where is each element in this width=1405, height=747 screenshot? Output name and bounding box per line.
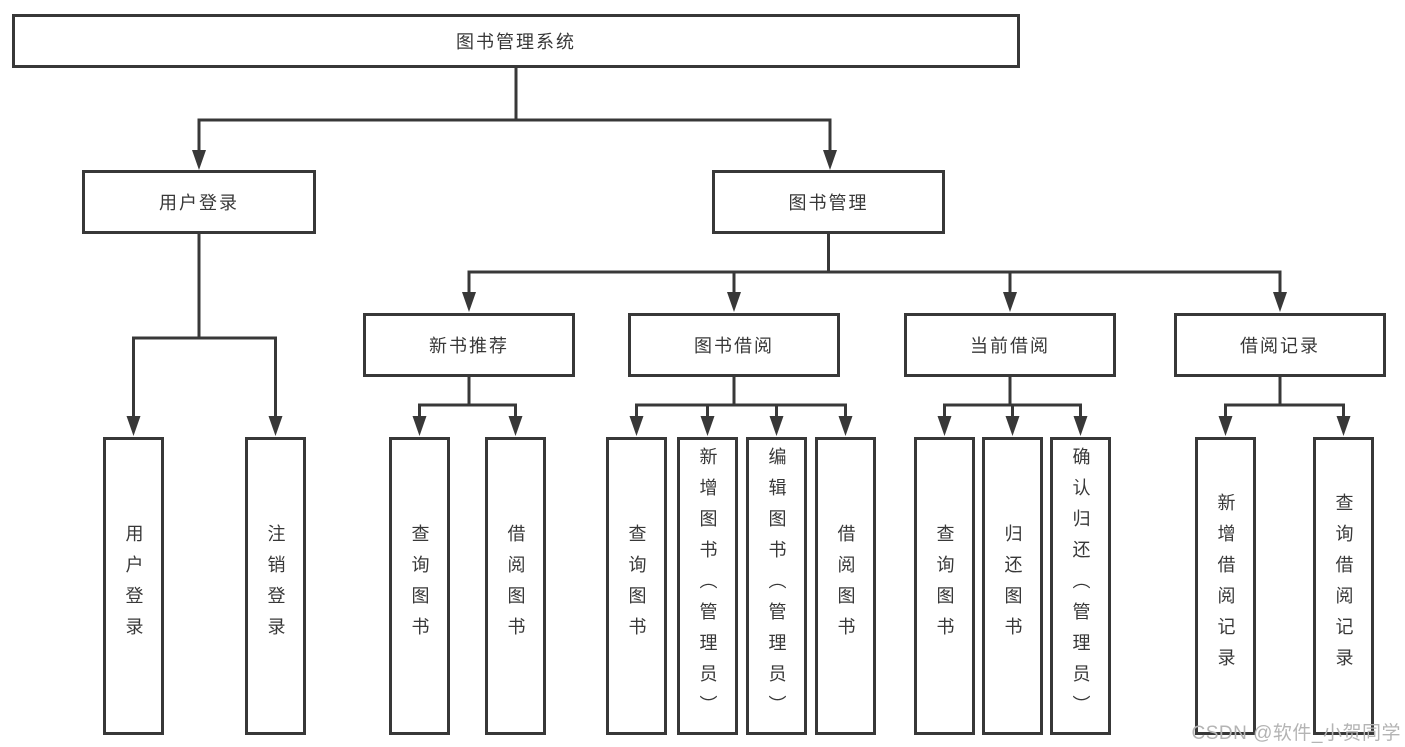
node-label: 查询图书 bbox=[934, 524, 955, 648]
node-return-books-leaf: 归还图书 bbox=[982, 437, 1043, 735]
node-new-book-recommendation: 新书推荐 bbox=[363, 313, 575, 377]
node-label: 借阅图书 bbox=[505, 524, 526, 648]
node-query-books-leaf-recommend: 查询图书 bbox=[389, 437, 450, 735]
node-query-books-leaf-borrowing: 查询图书 bbox=[606, 437, 667, 735]
node-book-management: 图书管理 bbox=[712, 170, 945, 234]
connector-root-to-level1 bbox=[192, 68, 837, 170]
node-query-books-leaf-current: 查询图书 bbox=[914, 437, 975, 735]
node-current-borrowing: 当前借阅 bbox=[904, 313, 1116, 377]
node-label: 查询图书 bbox=[409, 524, 430, 648]
connector-new-book-recommendation-children bbox=[412, 377, 523, 436]
node-borrow-books-leaf-recommend: 借阅图书 bbox=[485, 437, 546, 735]
node-add-books-admin-leaf: 新增图书（管理员） bbox=[677, 437, 738, 735]
node-user-login-leaf: 用户登录 bbox=[103, 437, 164, 735]
node-label: 查询图书 bbox=[626, 524, 647, 648]
watermark: CSDN @软件_小贺同学 bbox=[1191, 723, 1401, 744]
connector-book-management-children bbox=[462, 234, 1287, 312]
node-logout-leaf: 注销登录 bbox=[245, 437, 306, 735]
node-label: 新增图书（管理员） bbox=[697, 446, 718, 726]
node-label: 查询借阅记录 bbox=[1333, 493, 1354, 679]
connector-current-borrowing-children bbox=[937, 377, 1088, 436]
node-borrow-books-leaf-borrowing: 借阅图书 bbox=[815, 437, 876, 735]
node-confirm-return-admin-leaf: 确认归还（管理员） bbox=[1050, 437, 1111, 735]
node-label: 用户登录 bbox=[123, 524, 144, 648]
node-book-borrowing: 图书借阅 bbox=[628, 313, 840, 377]
node-label: 借阅图书 bbox=[835, 524, 856, 648]
node-label: 注销登录 bbox=[265, 524, 286, 648]
connector-user-login-children bbox=[126, 234, 283, 436]
node-add-borrow-record-leaf: 新增借阅记录 bbox=[1195, 437, 1256, 735]
node-label: 新增借阅记录 bbox=[1215, 493, 1236, 679]
node-library-management-system: 图书管理系统 bbox=[12, 14, 1020, 68]
node-user-login: 用户登录 bbox=[82, 170, 316, 234]
node-label: 确认归还（管理员） bbox=[1070, 446, 1091, 726]
node-label: 编辑图书（管理员） bbox=[766, 446, 787, 726]
node-edit-books-admin-leaf: 编辑图书（管理员） bbox=[746, 437, 807, 735]
connector-borrowing-records-children bbox=[1218, 377, 1351, 436]
node-label: 归还图书 bbox=[1002, 524, 1023, 648]
connector-book-borrowing-children bbox=[629, 377, 853, 436]
node-query-borrow-record-leaf: 查询借阅记录 bbox=[1313, 437, 1374, 735]
node-borrowing-records: 借阅记录 bbox=[1174, 313, 1386, 377]
